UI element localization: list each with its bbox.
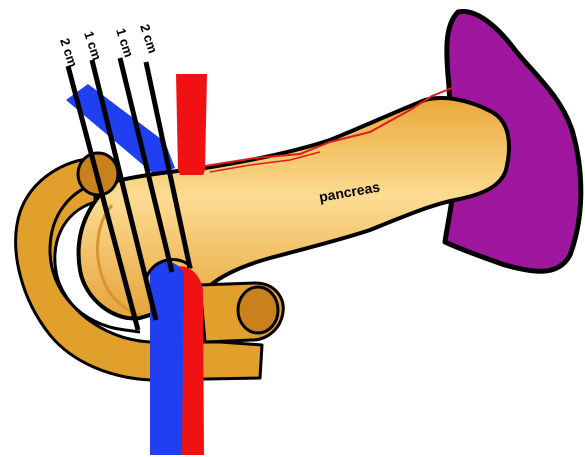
margin-label-3: 1 cm xyxy=(113,26,136,59)
margin-label-1: 2 cm xyxy=(57,36,80,69)
margin-label-2: 1 cm xyxy=(81,29,104,62)
margin-label-4: 2 cm xyxy=(137,22,160,55)
vein-lower xyxy=(150,262,184,455)
jejunum-opening xyxy=(238,287,278,333)
artery xyxy=(176,74,207,175)
